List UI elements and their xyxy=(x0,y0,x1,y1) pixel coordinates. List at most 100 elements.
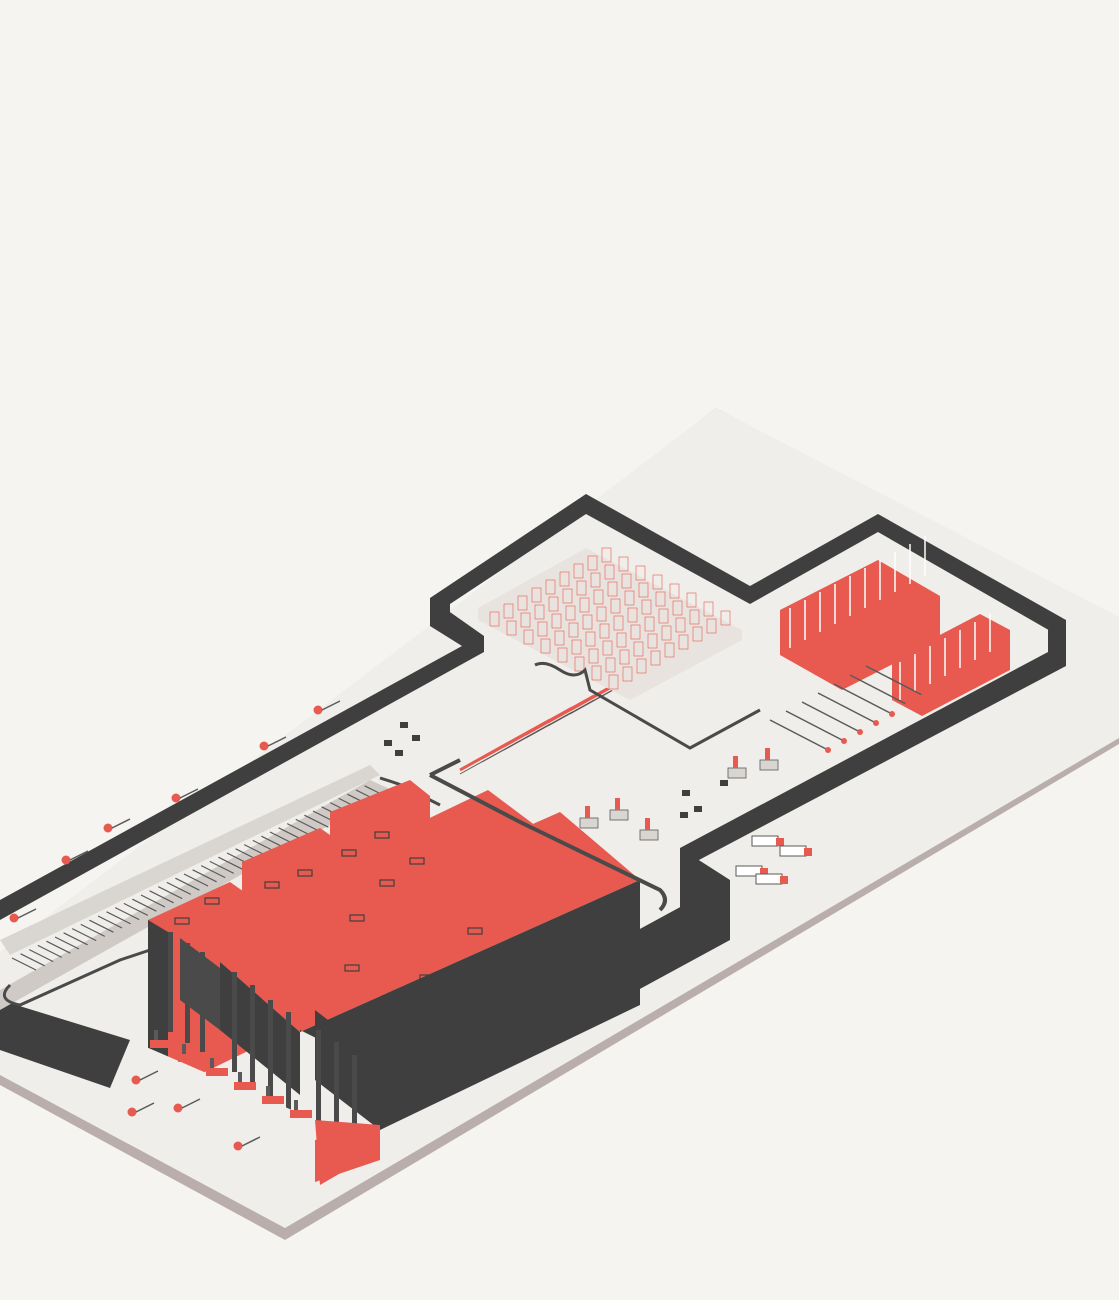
shelf-cell xyxy=(692,626,703,642)
dock-stations xyxy=(150,1030,312,1118)
vent-icon xyxy=(374,831,390,839)
truck-cab xyxy=(780,876,788,884)
shelf-cell xyxy=(608,674,619,690)
shelf-cell xyxy=(582,614,593,630)
rack-row xyxy=(123,902,149,916)
outbound-trucks-right xyxy=(735,835,812,885)
shelf-cell xyxy=(562,588,573,604)
shelf-cell xyxy=(554,630,565,646)
asrs-fin xyxy=(316,1030,321,1130)
vent-icon xyxy=(379,879,395,887)
truck-icon xyxy=(259,741,269,751)
rack-row xyxy=(166,881,192,895)
shelf-cell xyxy=(551,613,562,629)
dock-post xyxy=(210,1058,214,1068)
lane-end xyxy=(857,729,863,735)
lane-rail xyxy=(833,683,893,715)
shelf-cell xyxy=(630,624,641,640)
cold-storage-racks xyxy=(780,536,1010,716)
shelf-cell xyxy=(590,572,601,588)
truck-icon xyxy=(131,1075,141,1085)
shelf-cell xyxy=(619,649,630,665)
shelf-cell xyxy=(703,601,714,617)
asrs-fin xyxy=(352,1055,357,1155)
rack-row xyxy=(183,873,209,887)
shelf-cell xyxy=(520,612,531,628)
rack-row xyxy=(20,953,45,967)
truck-icon xyxy=(173,1103,183,1113)
shelf-cell xyxy=(720,610,731,626)
truck-icon xyxy=(127,1107,137,1117)
dock-post xyxy=(182,1044,186,1054)
shelf-cell xyxy=(548,596,559,612)
shelf-cell xyxy=(605,657,616,673)
rack-row xyxy=(149,890,174,904)
shelf-cell xyxy=(596,606,607,622)
robot-cell xyxy=(727,767,747,779)
rack-row xyxy=(114,907,140,921)
lane-end xyxy=(921,693,927,699)
shelf-cell xyxy=(565,605,576,621)
shelf-cell xyxy=(574,656,585,672)
truck-trailer xyxy=(181,1098,201,1109)
truck-icon xyxy=(171,793,181,803)
shelf-cell xyxy=(503,603,514,619)
truck-trailer xyxy=(751,835,779,847)
truck-icon xyxy=(103,823,113,833)
rack-row xyxy=(209,860,235,874)
shelf-cell xyxy=(540,638,551,654)
dock-station xyxy=(290,1110,312,1118)
rack-row xyxy=(71,928,97,942)
rack-row xyxy=(106,911,131,925)
truck-icon xyxy=(233,1141,243,1151)
shelf-cell xyxy=(607,581,618,597)
lane-end xyxy=(889,711,895,717)
dock-station xyxy=(262,1096,284,1104)
truck-icon xyxy=(61,855,71,865)
shelf-cell xyxy=(602,640,613,656)
shelf-cell xyxy=(534,604,545,620)
shelf-cell xyxy=(531,587,542,603)
asrs-column-fins xyxy=(168,932,357,1155)
shelf-cell xyxy=(616,632,627,648)
shelf-cell xyxy=(650,650,661,666)
shelf-cell xyxy=(517,595,528,611)
shelf-cell xyxy=(576,580,587,596)
rack-row xyxy=(295,818,321,832)
rack-row xyxy=(200,865,226,879)
shelf-cell xyxy=(587,555,598,571)
rack-row xyxy=(37,944,63,958)
truck-cab xyxy=(760,868,768,876)
gravity-rack-rows xyxy=(0,765,392,1010)
picking-shelf-area xyxy=(478,547,761,750)
shelf-cell xyxy=(641,599,652,615)
rack-row xyxy=(63,932,88,946)
robot-cell xyxy=(609,809,629,821)
lane-rail xyxy=(849,674,909,706)
agv-icon xyxy=(395,750,403,756)
robot-cell xyxy=(639,829,659,841)
asrs-fin xyxy=(286,1012,291,1112)
rack-row xyxy=(175,877,200,891)
shelf-cell xyxy=(599,623,610,639)
shelf-cell xyxy=(545,579,556,595)
roof-vent-icons xyxy=(174,831,483,982)
shelf-cell xyxy=(601,547,612,563)
rack-row xyxy=(89,919,114,933)
shelf-cell xyxy=(618,556,629,572)
lane-rail xyxy=(801,701,861,733)
dock-station xyxy=(150,1040,172,1048)
agv-icon xyxy=(694,806,702,812)
pallet-rack-grid xyxy=(489,547,731,690)
right-sortation-lanes xyxy=(769,665,927,753)
robot-cell xyxy=(579,817,599,829)
shelf-cell xyxy=(613,615,624,631)
shelf-cell xyxy=(579,597,590,613)
red-rack-lines xyxy=(789,536,926,648)
rack-row xyxy=(11,957,37,971)
robot-arm-icon xyxy=(645,818,650,830)
dock-post xyxy=(266,1086,270,1096)
vent-icon xyxy=(264,881,280,889)
shelf-cell xyxy=(644,616,655,632)
